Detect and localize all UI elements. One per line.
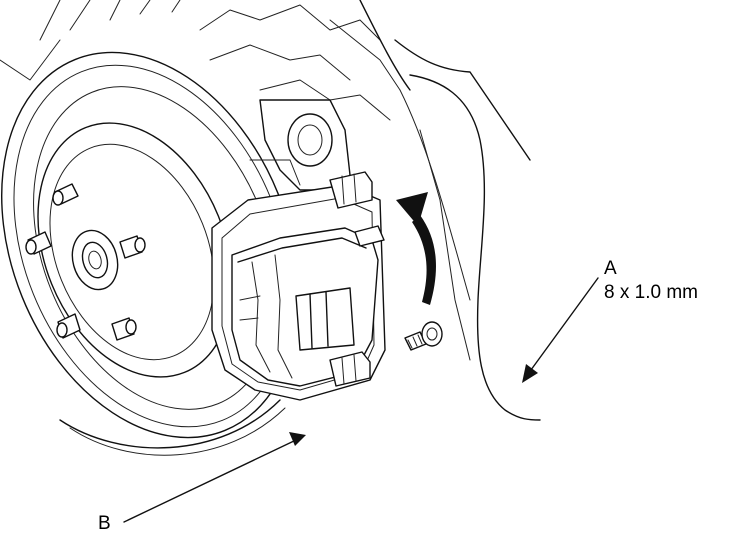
callout-b-leader [123,432,306,523]
wheel-hub [71,229,119,291]
caliper-mounting-bolt [404,321,443,351]
curved-arrow-up-icon [396,192,436,305]
callout-b-letter: B [98,513,111,534]
suspension-background [0,0,531,361]
callout-a-letter: A [604,258,617,279]
wheel-studs [25,183,146,341]
fender-outline [409,74,541,421]
brake-caliper [231,171,385,387]
callout-a-leader [522,277,599,383]
callout-a-spec: 8 x 1.0 mm [604,282,698,303]
